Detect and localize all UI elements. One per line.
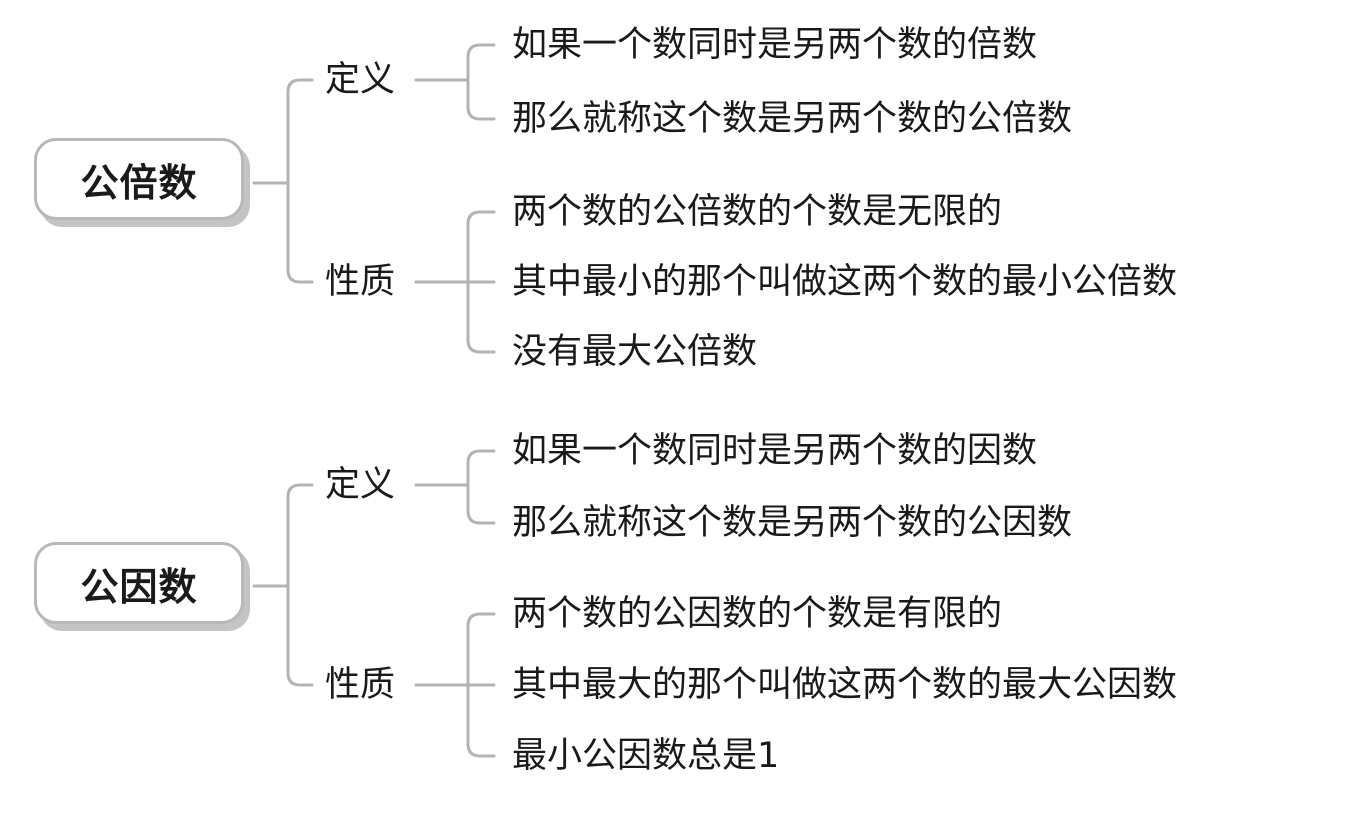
branch-properties: 性质 <box>325 262 396 302</box>
connector-branch-properties-1 <box>286 181 314 284</box>
branch-definition: 定义 <box>325 465 396 505</box>
definition-item: 如果一个数同时是另两个数的因数 <box>512 431 1038 471</box>
connector-branch-definition-2 <box>286 483 314 588</box>
connector-branch-definition-1 <box>286 78 314 185</box>
branch-properties: 性质 <box>325 665 396 705</box>
root-node-common-multiple: 公倍数 <box>34 138 244 220</box>
connector-prop-leaves-2 <box>414 612 496 758</box>
property-item: 两个数的公倍数的个数是无限的 <box>512 192 1003 232</box>
definition-item: 如果一个数同时是另两个数的倍数 <box>512 25 1038 65</box>
connector-branch-properties-2 <box>286 584 314 687</box>
property-item: 两个数的公因数的个数是有限的 <box>512 594 1003 634</box>
root-node-common-factor: 公因数 <box>34 542 244 624</box>
definition-item: 那么就称这个数是另两个数的公倍数 <box>512 99 1073 139</box>
connector-prop-leaves-1 <box>414 210 496 354</box>
branch-definition: 定义 <box>325 60 396 100</box>
connector-def-leaves-2 <box>414 449 496 525</box>
property-item: 其中最大的那个叫做这两个数的最大公因数 <box>512 665 1178 705</box>
connector-def-leaves-1 <box>414 43 496 121</box>
property-item: 其中最小的那个叫做这两个数的最小公倍数 <box>512 262 1178 302</box>
property-item: 没有最大公倍数 <box>512 332 758 372</box>
property-item: 最小公因数总是1 <box>512 736 780 776</box>
definition-item: 那么就称这个数是另两个数的公因数 <box>512 503 1073 543</box>
